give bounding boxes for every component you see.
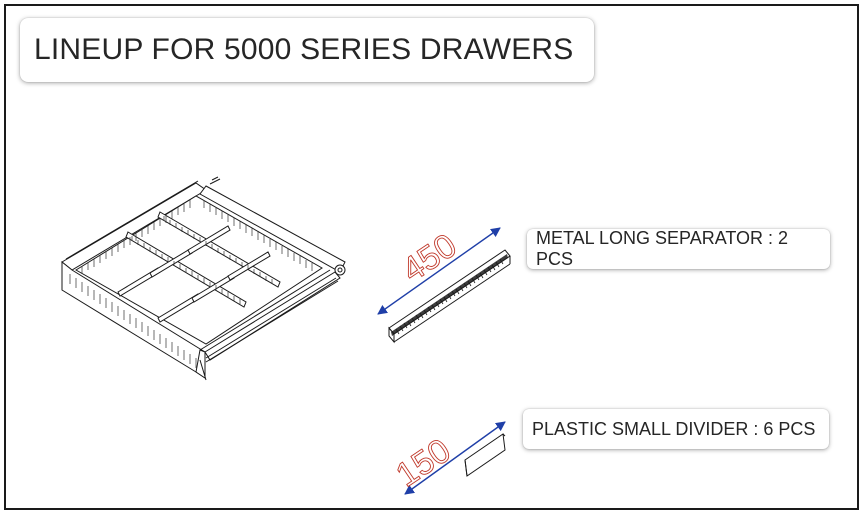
plastic-divider-label-card: PLASTIC SMALL DIVIDER : 6 PCS — [523, 409, 829, 449]
metal-separator-length-label: 450 — [395, 226, 463, 289]
title-card: LINEUP FOR 5000 SERIES DRAWERS — [20, 18, 594, 82]
metal-separator-label: METAL LONG SEPARATOR : 2 PCS — [536, 228, 789, 269]
plastic-divider-length-label: 150 — [389, 431, 457, 494]
drawer-illustration — [61, 176, 346, 381]
plastic-divider-label: PLASTIC SMALL DIVIDER : 6 PCS — [532, 418, 816, 439]
page-title: LINEUP FOR 5000 SERIES DRAWERS — [34, 33, 574, 66]
plastic-small-divider-illustration — [464, 433, 506, 477]
metal-separator-label-card: METAL LONG SEPARATOR : 2 PCS — [527, 228, 830, 269]
